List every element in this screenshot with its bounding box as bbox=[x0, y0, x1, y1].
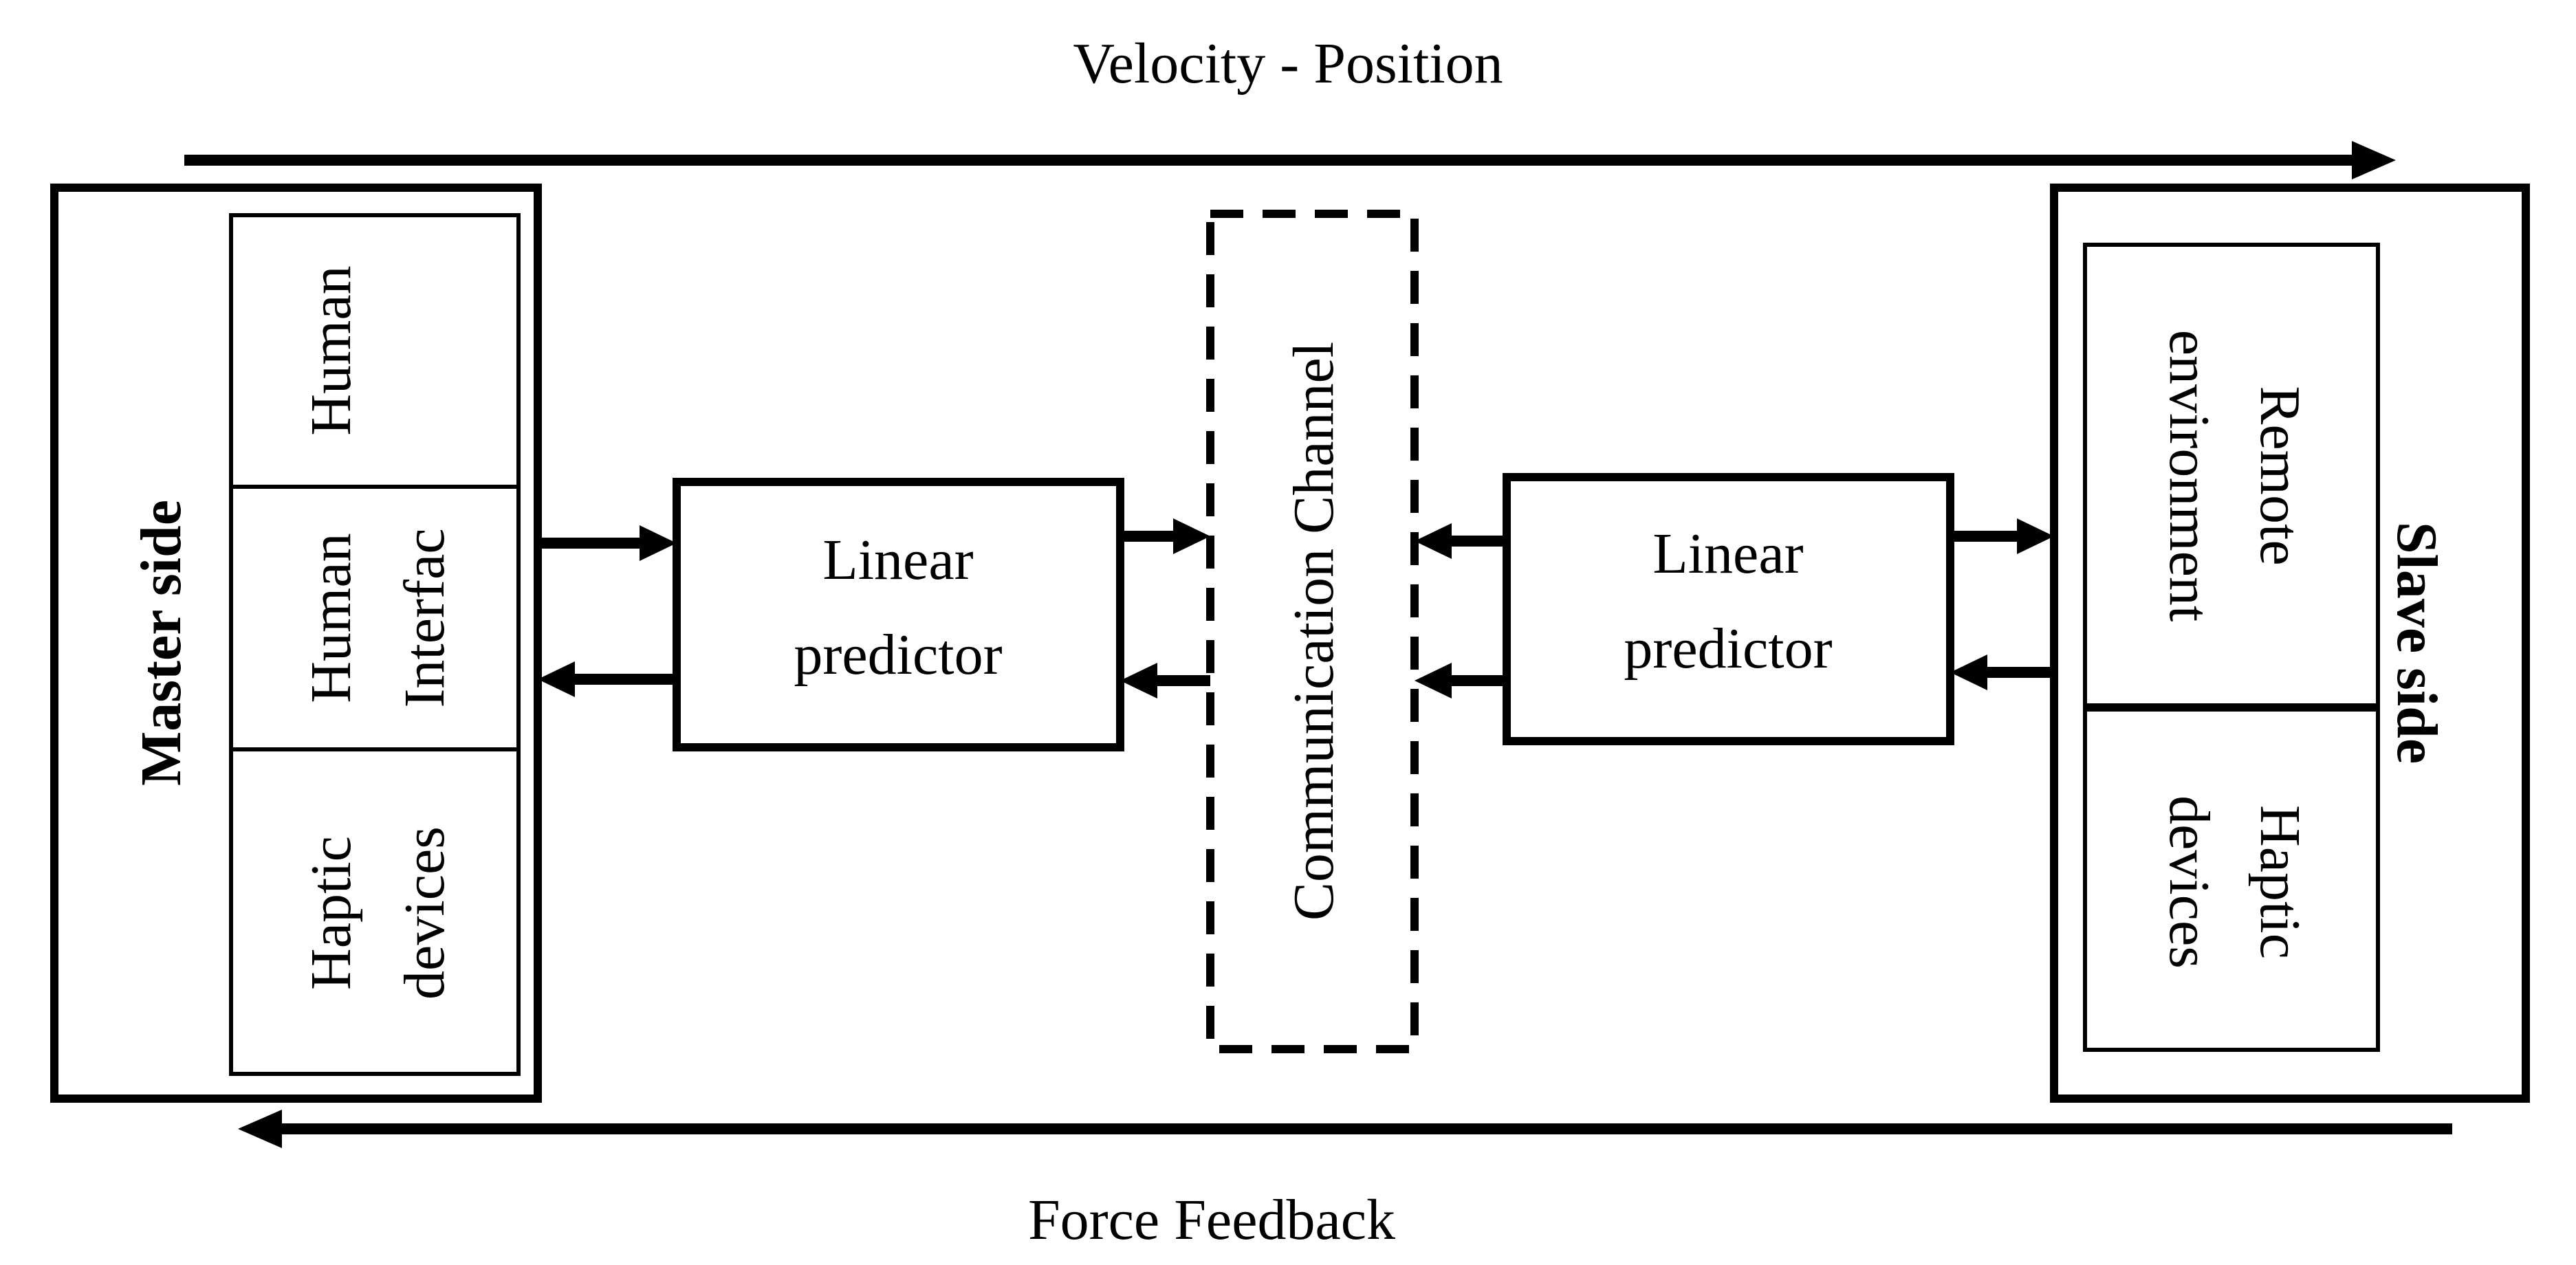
slave-block-haptic-devices bbox=[2083, 705, 2380, 1052]
predictor-right-to-channel-arrowhead-2 bbox=[1415, 663, 1452, 698]
predictor-left-to-channel-arrowhead bbox=[1173, 518, 1210, 554]
master-side-panel: Master side Human Human Interfac Haptic … bbox=[50, 184, 542, 1103]
communication-channel: Communication Channel bbox=[1206, 210, 1419, 1053]
slave-haptic-line2: devices bbox=[2157, 795, 2221, 969]
linear-predictor-left-line1: Linear bbox=[822, 528, 973, 592]
slave-haptic-line1: Haptic bbox=[2248, 805, 2312, 959]
master-block-human bbox=[229, 213, 521, 489]
master-side-border bbox=[50, 184, 542, 1103]
slave-side-label: Slave side bbox=[2385, 522, 2449, 764]
master-block-human-interface bbox=[229, 485, 521, 751]
channel-to-predictor-left-arrowhead bbox=[1120, 663, 1157, 698]
master-human-label: Human bbox=[299, 265, 363, 435]
slave-to-predictor-right-arrowhead bbox=[1950, 654, 1987, 690]
force-feedback-arrowhead bbox=[238, 1110, 282, 1148]
predictor-right-to-slave-arrowhead bbox=[2017, 518, 2054, 554]
predictor-to-master-arrowhead bbox=[538, 661, 575, 697]
master-to-predictor-arrowhead bbox=[640, 525, 677, 561]
slave-side-panel: Slave side Remote environment Haptic dev… bbox=[2050, 184, 2530, 1103]
force-feedback-label: Force Feedback bbox=[1028, 1188, 1395, 1252]
master-haptic-line1: Haptic bbox=[299, 836, 363, 990]
slave-side-border bbox=[2050, 184, 2530, 1103]
linear-predictor-left: Linear predictor bbox=[673, 478, 1124, 751]
master-side-label: Master side bbox=[129, 500, 193, 786]
velocity-position-label: Velocity - Position bbox=[1073, 32, 1503, 96]
linear-predictor-right-line2: predictor bbox=[1624, 617, 1832, 681]
communication-channel-label: Communication Channel bbox=[1282, 342, 1346, 921]
master-haptic-line2: devices bbox=[393, 826, 457, 1000]
linear-predictor-right-line1: Linear bbox=[1652, 522, 1803, 586]
linear-predictor-right-box bbox=[1503, 473, 1954, 745]
slave-block-remote-environment bbox=[2083, 243, 2380, 710]
linear-predictor-left-line2: predictor bbox=[794, 623, 1002, 687]
velocity-position-arrowhead bbox=[2352, 141, 2396, 179]
slave-remote-line2: environment bbox=[2157, 330, 2221, 622]
predictor-right-to-channel-arrowhead bbox=[1415, 523, 1452, 559]
slave-remote-line1: Remote bbox=[2248, 386, 2312, 565]
linear-predictor-left-box bbox=[673, 478, 1124, 751]
linear-predictor-right: Linear predictor bbox=[1503, 473, 1954, 745]
master-human-interface-line2: Interfac bbox=[393, 528, 457, 707]
master-block-haptic-devices bbox=[229, 747, 521, 1076]
master-human-interface-line1: Human bbox=[299, 533, 363, 703]
